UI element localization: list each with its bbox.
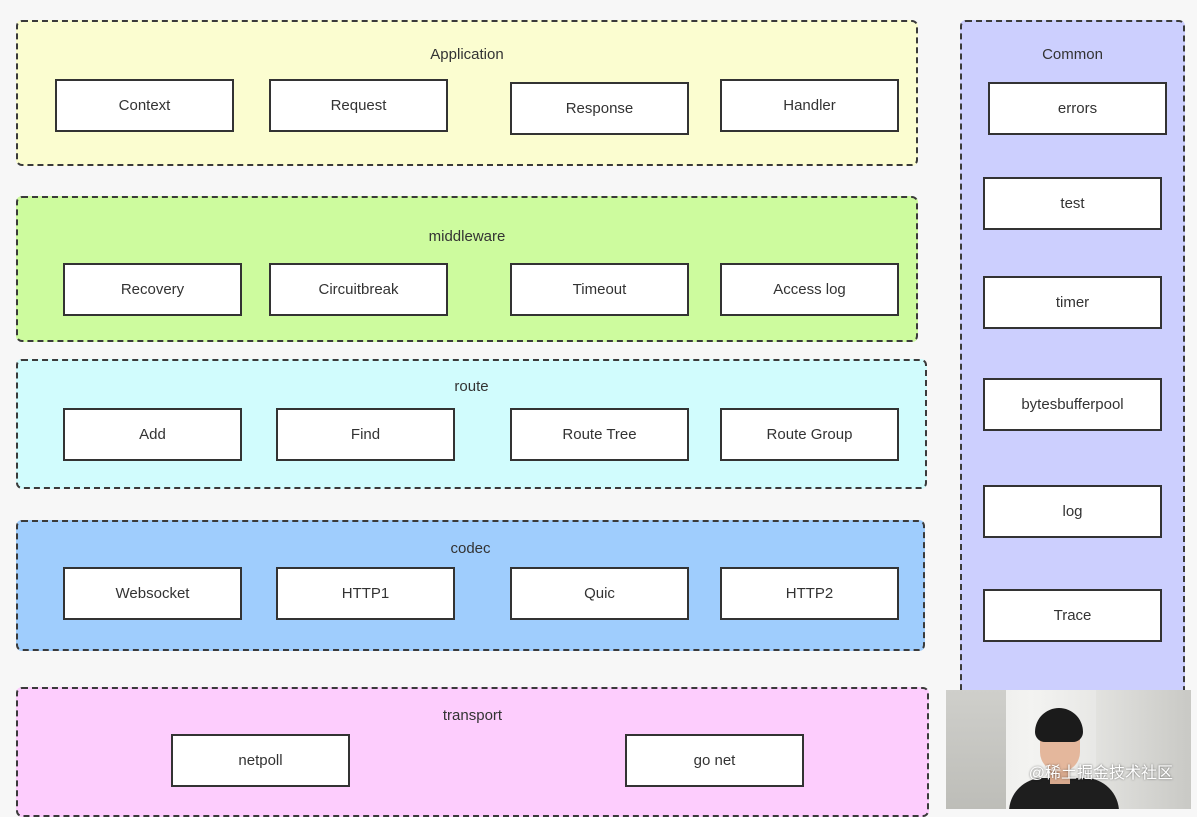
- timer-box: timer: [983, 276, 1162, 329]
- response-box: Response: [510, 82, 689, 135]
- access-log-box: Access log: [720, 263, 899, 316]
- bytesbufferpool-box: bytesbufferpool: [983, 378, 1162, 431]
- route-group-box: Route Group: [720, 408, 899, 461]
- middleware-layer: middleware Recovery Circuitbreak Timeout…: [16, 196, 918, 342]
- watermark-text: @稀土掘金技术社区: [1028, 765, 1173, 782]
- go-net-box: go net: [625, 734, 804, 787]
- errors-box: errors: [988, 82, 1167, 135]
- recovery-box: Recovery: [63, 263, 242, 316]
- transport-layer: transport netpoll go net: [16, 687, 929, 817]
- application-layer: Application Context Request Response Han…: [16, 20, 918, 166]
- route-layer: route Add Find Route Tree Route Group: [16, 359, 927, 489]
- route-tree-box: Route Tree: [510, 408, 689, 461]
- common-layer-title: Common: [1042, 46, 1103, 63]
- find-box: Find: [276, 408, 455, 461]
- test-box: test: [983, 177, 1162, 230]
- codec-layer-title: codec: [450, 540, 491, 557]
- log-box: log: [983, 485, 1162, 538]
- quic-box: Quic: [510, 567, 689, 620]
- handler-box: Handler: [720, 79, 899, 132]
- http2-box: HTTP2: [720, 567, 899, 620]
- request-box: Request: [269, 79, 448, 132]
- timeout-box: Timeout: [510, 263, 689, 316]
- context-box: Context: [55, 79, 234, 132]
- route-layer-title: route: [454, 378, 489, 395]
- circuitbreak-box: Circuitbreak: [269, 263, 448, 316]
- presenter-webcam: @稀土掘金技术社区: [946, 690, 1191, 809]
- application-layer-title: Application: [430, 46, 504, 63]
- middleware-layer-title: middleware: [428, 228, 506, 245]
- transport-layer-title: transport: [442, 707, 503, 724]
- trace-box: Trace: [983, 589, 1162, 642]
- common-layer: Common errors test timer bytesbufferpool…: [960, 20, 1185, 720]
- netpoll-box: netpoll: [171, 734, 350, 787]
- websocket-box: Websocket: [63, 567, 242, 620]
- http1-box: HTTP1: [276, 567, 455, 620]
- add-box: Add: [63, 408, 242, 461]
- codec-layer: codec Websocket HTTP1 Quic HTTP2: [16, 520, 925, 651]
